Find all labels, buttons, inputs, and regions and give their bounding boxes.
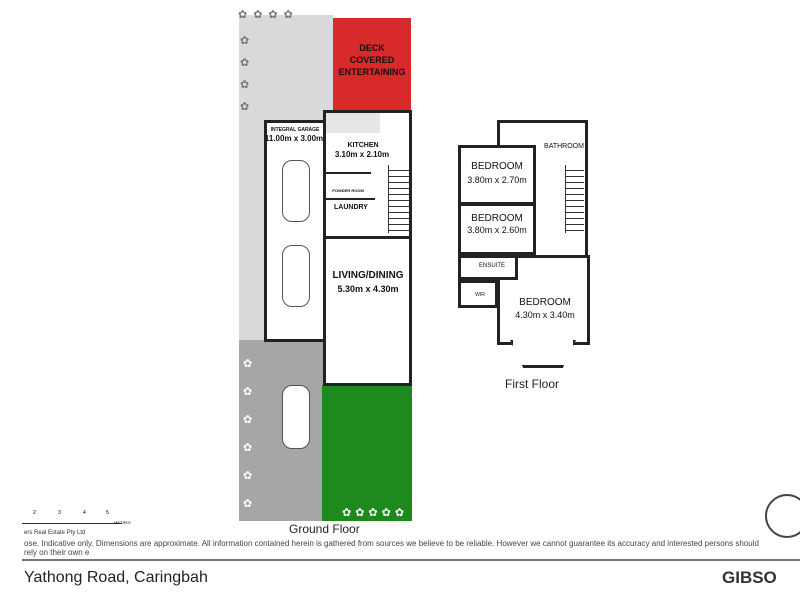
scale-tick: 3: [58, 510, 61, 516]
lawn-trees: ✿✿✿✿✿: [342, 507, 409, 519]
kitchen-size: 3.10m x 2.10m: [334, 150, 390, 159]
trees-left: ✿✿✿✿: [240, 35, 250, 113]
property-address: Yathong Road, Caringbah: [24, 569, 208, 586]
garage-name: INTEGRAL GARAGE: [270, 127, 320, 133]
car-icon: [282, 385, 310, 449]
bedroom-3-size: 4.30m x 3.40m: [515, 310, 575, 320]
bay-window: [510, 340, 576, 368]
scale-line: [22, 519, 122, 524]
paving-trees: ✿✿✿✿✿✿: [243, 358, 253, 510]
brand-logo: GIBSO: [722, 568, 777, 587]
bedroom-3-name: BEDROOM: [519, 297, 571, 308]
disclaimer: ose. Indicative only. Dimensions are app…: [24, 539, 759, 557]
ensuite: [458, 255, 518, 280]
footer-divider: [22, 559, 800, 561]
kitchen-name: KITCHEN: [347, 142, 379, 149]
living-size: 5.30m x 4.30m: [337, 284, 399, 294]
bedroom-2-name: BEDROOM: [471, 213, 523, 224]
first-floor-label: First Floor: [505, 377, 559, 391]
deck-area: [333, 18, 411, 110]
living-wall: [325, 236, 410, 239]
wir-label: WIR: [475, 292, 485, 298]
powder-room-wall: [325, 172, 371, 174]
garage: [264, 120, 326, 342]
bedroom-1-name: BEDROOM: [471, 161, 523, 172]
compass-icon: [765, 494, 800, 538]
scale-tick: 4: [83, 510, 86, 516]
stairs: [565, 165, 584, 233]
bedroom-2-size: 3.80m x 2.60m: [467, 225, 527, 235]
laundry-label: LAUNDRY: [334, 204, 368, 211]
scale-unit: METRES: [114, 520, 131, 525]
bedroom-2: [458, 203, 536, 255]
wir: [458, 280, 498, 308]
bathroom-label: BATHROOM: [544, 143, 584, 150]
lawn: [322, 385, 412, 521]
laundry-wall: [325, 198, 375, 200]
kitchen-bench: [326, 113, 380, 133]
company-name: ers Real Estate Pty Ltd: [24, 530, 86, 536]
ensuite-label: ENSUITE: [478, 263, 505, 269]
scale-tick: 5: [106, 510, 109, 516]
powder-room-label: POWDER ROOM: [332, 188, 364, 193]
stairs: [388, 165, 409, 233]
house: [323, 110, 412, 386]
living-name: LIVING/DINING: [332, 270, 404, 281]
trees-top: ✿✿✿✿: [238, 9, 299, 21]
car-icon: [282, 245, 310, 307]
bedroom-1-size: 3.80m x 2.70m: [467, 175, 527, 185]
car-icon: [282, 160, 310, 222]
deck-label: DECK COVERED ENTERTAINING: [338, 43, 406, 77]
ground-floor-label: Ground Floor: [289, 522, 360, 536]
scale-tick: 2: [33, 510, 36, 516]
garage-size: 11.00m x 3.00m: [264, 134, 324, 143]
